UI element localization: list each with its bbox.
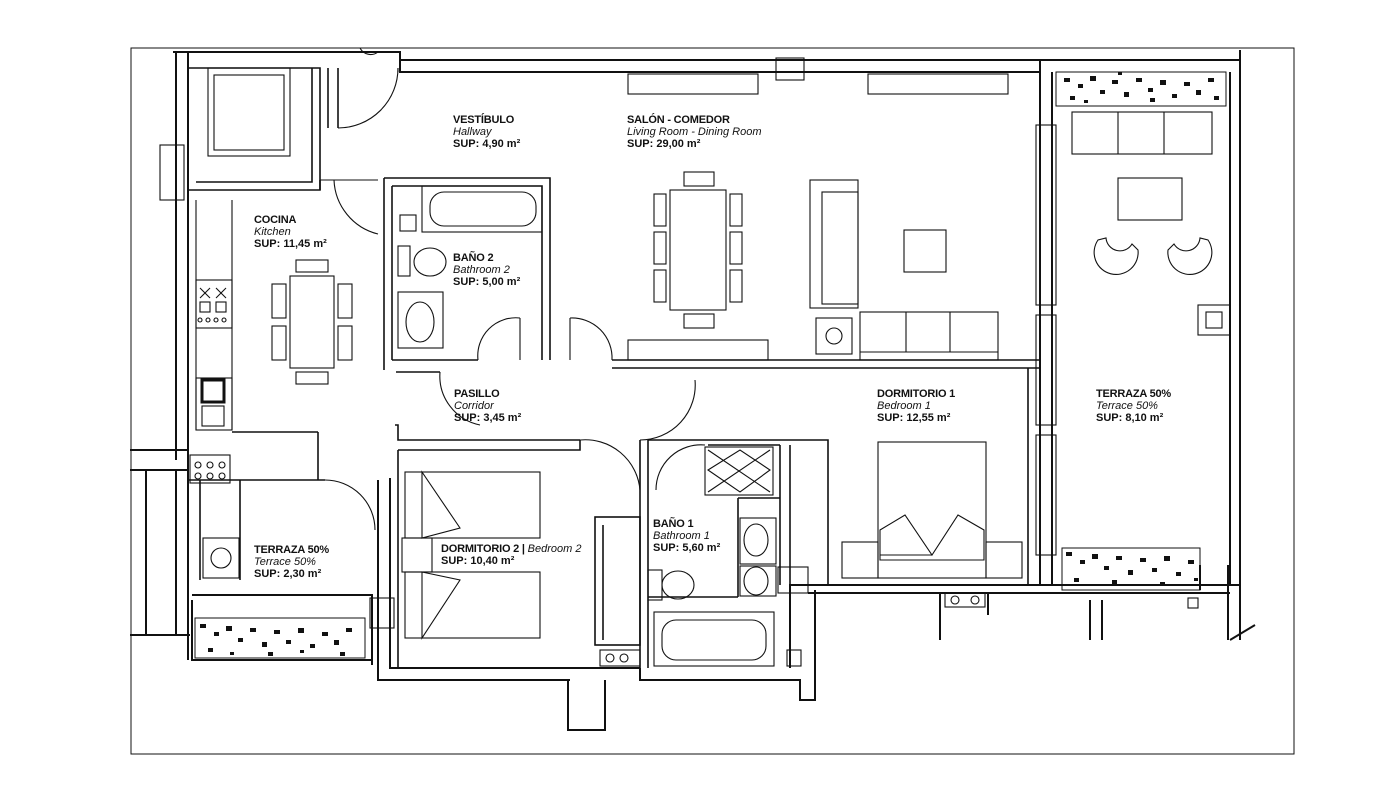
- terrace-right-fixtures: [1071, 111, 1213, 275]
- room-area: SUP: 2,30 m²: [254, 568, 322, 580]
- room-name: SALÓN - COMEDOR: [627, 114, 730, 126]
- room-area: SUP: 29,00 m²: [627, 138, 701, 150]
- room-area: SUP: 8,10 m²: [1096, 412, 1164, 424]
- room-label-dormitorio2: DORMITORIO 2 | Bedroom 2 SUP: 10,40 m²: [441, 543, 581, 567]
- room-area: SUP: 3,45 m²: [454, 412, 522, 424]
- room-area: SUP: 10,40 m²: [441, 555, 515, 567]
- room-name-en: Living Room - Dining Room: [627, 126, 762, 138]
- kitchen-fixtures: [189, 67, 353, 579]
- room-label-cocina: COCINA Kitchen SUP: 11,45 m²: [254, 214, 327, 250]
- doors: [320, 47, 706, 531]
- room-name: DORMITORIO 2 |: [441, 543, 528, 555]
- bedroom-1-fixtures: [841, 441, 1199, 609]
- room-area: SUP: 5,60 m²: [653, 542, 721, 554]
- bathroom-2-fixtures: [397, 185, 543, 349]
- room-label-bano1: BAÑO 1 Bathroom 1 SUP: 5,60 m²: [653, 518, 720, 554]
- room-name: BAÑO 1: [653, 518, 694, 530]
- room-name: DORMITORIO 1: [877, 388, 956, 400]
- room-name: TERRAZA 50%: [1096, 388, 1172, 400]
- room-name-en: Bathroom 1: [653, 530, 710, 542]
- room-label-vestibulo: VESTÍBULO Hallway SUP: 4,90 m²: [453, 114, 520, 150]
- room-label-terraza-right: TERRAZA 50% Terrace 50% SUP: 8,10 m²: [1096, 388, 1171, 424]
- room-name: TERRAZA 50%: [254, 544, 330, 556]
- room-name-en: Bedroom 2: [527, 543, 582, 555]
- planters: [194, 71, 1227, 659]
- room-label-bano2: BAÑO 2 Bathroom 2 SUP: 5,00 m²: [453, 252, 520, 288]
- exterior-walls: [130, 50, 1256, 731]
- windows: [159, 57, 1231, 629]
- planter-hatch: [200, 72, 1219, 656]
- room-area: SUP: 11,45 m²: [254, 238, 327, 250]
- room-name: BAÑO 2: [453, 252, 494, 264]
- room-name: COCINA: [254, 214, 297, 226]
- room-label-pasillo: PASILLO Corridor SUP: 3,45 m²: [454, 388, 521, 424]
- living-fixtures: [653, 171, 999, 361]
- room-name-en: Bathroom 2: [453, 264, 510, 276]
- room-area: SUP: 5,00 m²: [453, 276, 521, 288]
- room-name: VESTÍBULO: [453, 114, 515, 126]
- room-name-en: Bedroom 1: [877, 400, 931, 412]
- room-name-en: Kitchen: [254, 226, 291, 238]
- room-label-salon: SALÓN - COMEDOR Living Room - Dining Roo…: [627, 114, 762, 150]
- room-name: PASILLO: [454, 388, 500, 400]
- room-name-en: Corridor: [454, 400, 494, 412]
- room-name-en: Terrace 50%: [254, 556, 316, 568]
- bathroom-1-fixtures: [599, 446, 802, 667]
- bedroom-2-fixtures: [401, 470, 541, 640]
- room-label-terraza-left: TERRAZA 50% Terrace 50% SUP: 2,30 m²: [254, 544, 329, 580]
- room-area: SUP: 4,90 m²: [453, 138, 521, 150]
- room-label-dormitorio1: DORMITORIO 1 Bedroom 1 SUP: 12,55 m²: [877, 388, 955, 424]
- room-name-en: Terrace 50%: [1096, 400, 1158, 412]
- room-name-en: Hallway: [453, 126, 492, 138]
- plan-frame: [130, 47, 1295, 755]
- room-area: SUP: 12,55 m²: [877, 412, 951, 424]
